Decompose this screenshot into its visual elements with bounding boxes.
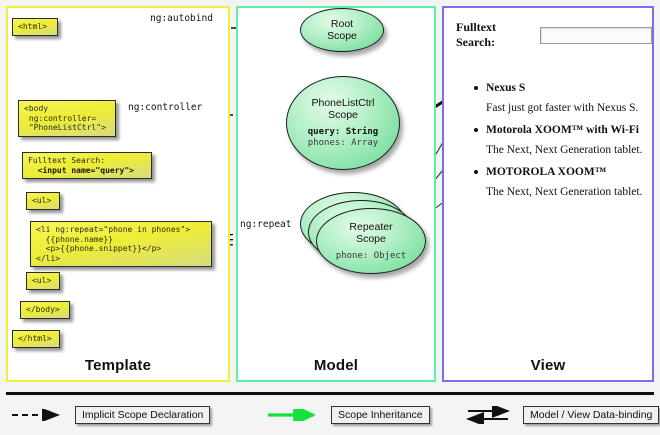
- bullet-icon: [474, 128, 478, 132]
- template-box-html-close[interactable]: </html>: [12, 330, 60, 348]
- prop-phones: phones: Array: [307, 138, 379, 148]
- legend-label-inheritance: Scope Inheritance: [331, 406, 430, 424]
- template-box-fulltext-search[interactable]: Fulltext Search: <input name="query">: [22, 152, 152, 180]
- template-box-body-tag[interactable]: <body ng:controller= "PhoneListCtrl">: [18, 100, 116, 137]
- legend-databinding: Model / View Data-binding: [466, 406, 660, 424]
- bullet-icon: [474, 86, 478, 90]
- view-search-row: Fulltext Search:: [456, 20, 652, 50]
- edge-label-ng-controller: ng:controller: [128, 102, 203, 113]
- view-item-name: Motorola XOOM™ with Wi-Fi: [468, 122, 652, 138]
- template-box-html-open[interactable]: <html>: [12, 18, 58, 36]
- fulltext-search-line1: Fulltext Search:: [28, 156, 106, 165]
- view-item-name: Nexus S: [468, 80, 652, 96]
- list-item[interactable]: Motorola XOOM™ with Wi-Fi The Next, Next…: [468, 122, 652, 158]
- legend-implicit-scope: Implicit Scope Declaration: [10, 406, 211, 424]
- template-box-li-repeat[interactable]: <li ng:repeat="phone in phones"> {{phone…: [30, 221, 212, 268]
- template-box-ul-close[interactable]: <ul>: [26, 272, 60, 290]
- legend-inheritance: Scope Inheritance: [266, 406, 430, 424]
- view-search-label: Fulltext Search:: [456, 20, 496, 49]
- dashed-arrow-icon: [12, 409, 60, 421]
- prop-query: query: String: [307, 127, 379, 137]
- column-label-model: Model: [313, 357, 359, 374]
- list-item[interactable]: MOTOROLA XOOM™ The Next, Next Generation…: [468, 164, 652, 200]
- prop-phone: phone: Object: [335, 250, 407, 261]
- column-label-view: View: [530, 357, 566, 374]
- view-phone-list: Nexus S Fast just got faster with Nexus …: [468, 80, 652, 206]
- template-box-ul-open[interactable]: <ul>: [26, 192, 60, 210]
- list-item[interactable]: Nexus S Fast just got faster with Nexus …: [468, 80, 652, 116]
- fulltext-search-line2: <input name="query">: [28, 165, 134, 175]
- column-label-template: Template: [84, 357, 152, 374]
- view-item-snippet: Fast just got faster with Nexus S.: [486, 102, 639, 114]
- edge-label-ng-repeat: ng:repeat: [240, 219, 292, 230]
- view-item-name: MOTOROLA XOOM™: [468, 164, 652, 180]
- view-search-input[interactable]: [540, 26, 652, 44]
- edge-label-ng-autobind: ng:autobind: [150, 13, 213, 24]
- legend-label-databinding: Model / View Data-binding: [523, 406, 660, 424]
- green-arrow-icon: [268, 409, 316, 421]
- column-view: View Fulltext Search: Nexus S Fast just …: [442, 6, 654, 382]
- view-item-snippet: The Next, Next Generation tablet.: [486, 186, 643, 198]
- view-item-snippet: The Next, Next Generation tablet.: [486, 144, 643, 156]
- double-arrow-icon: [466, 406, 510, 424]
- bullet-icon: [474, 170, 478, 174]
- template-box-body-close[interactable]: </body>: [20, 301, 70, 319]
- scope-repeater-props: phone: Object: [336, 251, 406, 262]
- legend-divider: [6, 392, 654, 395]
- legend-label-implicit-scope: Implicit Scope Declaration: [75, 406, 211, 424]
